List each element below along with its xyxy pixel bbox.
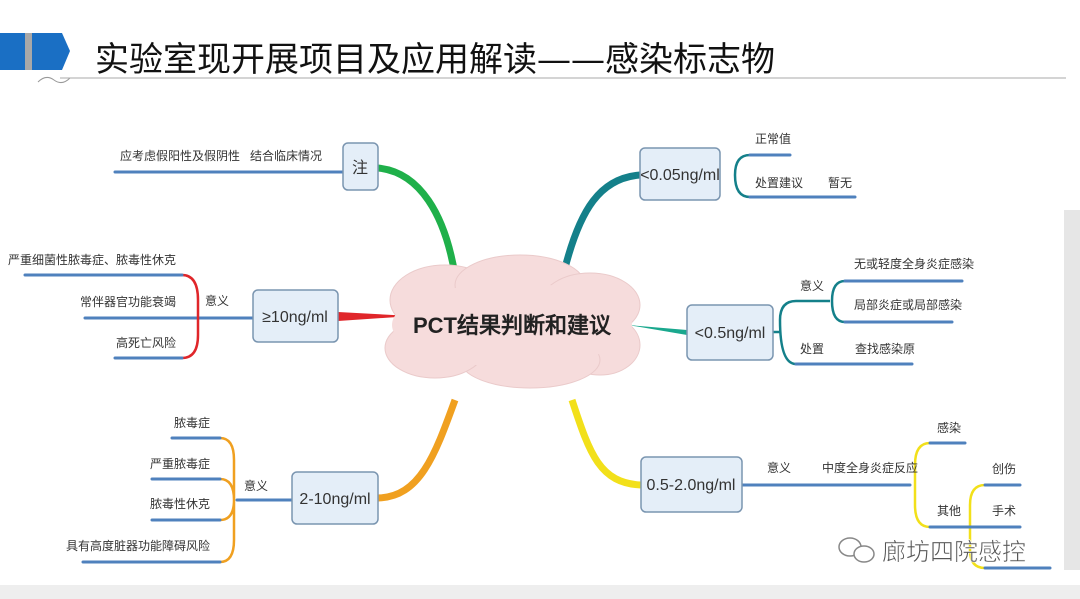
- center-cloud: PCT结果判断和建议: [384, 254, 641, 389]
- bracket: [219, 436, 236, 564]
- node-box: [639, 147, 721, 201]
- connector-lt005: [561, 171, 641, 269]
- node-label: <0.05ng/ml: [640, 167, 720, 184]
- node-label: 0.5-2.0ng/ml: [647, 477, 736, 494]
- node-label: 2-10ng/ml: [299, 491, 370, 508]
- leaf-text: 意义: [205, 293, 229, 308]
- leaf-text: 创伤: [992, 462, 1016, 476]
- leaf-text: 意义: [800, 278, 824, 293]
- node-box: [686, 304, 774, 361]
- leaf-text: 暂无: [828, 176, 852, 190]
- bracket: [796, 279, 846, 324]
- leaf-text: 严重脓毒症: [150, 456, 210, 471]
- branch-ge10: ≥10ng/ml 意义 严重细菌性脓毒症、脓毒性休克 常伴器官功能衰竭 高死亡风…: [8, 252, 339, 360]
- leaf-text: 查找感染原: [855, 341, 915, 356]
- bracket: [913, 441, 931, 529]
- bottom-band: [0, 585, 1080, 599]
- side-decoration: [1064, 210, 1080, 570]
- header-marker-stripe: [25, 33, 32, 70]
- watermark-text: 廊坊四院感控: [882, 539, 1026, 566]
- connector-ge10: [338, 312, 412, 321]
- header-swirl: [37, 76, 71, 84]
- bracket: [181, 273, 200, 360]
- leaf-text: 正常值: [755, 131, 791, 146]
- leaf-text: 高死亡风险: [116, 335, 176, 350]
- connector-note: [377, 164, 459, 276]
- leaf-text: 脓毒性休克: [150, 496, 210, 511]
- leaf-text: 应考虑假阳性及假阴性: [120, 148, 240, 163]
- bracket: [773, 299, 797, 366]
- node-label: ≥10ng/ml: [262, 309, 328, 326]
- center-label: PCT结果判断和建议: [413, 313, 612, 338]
- leaf-text: 其他: [937, 504, 961, 518]
- header-marker: [0, 33, 70, 70]
- leaf-text: 处置: [800, 342, 824, 356]
- node-box: [342, 142, 379, 191]
- leaf-text: 处置建议: [755, 176, 803, 190]
- bracket: [733, 153, 751, 199]
- node-label: 注: [352, 159, 368, 177]
- branch-lt005: <0.05ng/ml 正常值 处置建议 暂无: [639, 131, 857, 201]
- leaf-text: 感染: [937, 420, 961, 435]
- node-box: [252, 289, 339, 343]
- page-title: 实验室现开展项目及应用解读——感染标志物: [95, 40, 775, 80]
- leaf-text: 意义: [244, 478, 268, 493]
- branch-2-10: 2-10ng/ml 意义 脓毒症 严重脓毒症 脓毒性休克 具有高度脏器功能障碍风…: [66, 415, 379, 564]
- leaf-text: 严重细菌性脓毒症、脓毒性休克: [8, 252, 176, 267]
- leaf-text: 常伴器官功能衰竭: [80, 294, 176, 309]
- leaf-text: 手术: [992, 504, 1016, 518]
- header: 实验室现开展项目及应用解读——感染标志物: [0, 33, 1066, 84]
- leaf-text: 中度全身炎症反应: [822, 460, 918, 475]
- node-box: [640, 456, 743, 513]
- leaf-text: 意义: [767, 460, 791, 475]
- leaf-text: 局部炎症或局部感染: [854, 297, 962, 312]
- leaf-text: 无或轻度全身炎症感染: [854, 256, 974, 271]
- connector-2-10: [377, 398, 459, 502]
- branch-lt05: <0.5ng/ml 意义 无或轻度全身炎症感染 局部炎症或局部感染 处置 查找感…: [686, 256, 974, 366]
- branch-05-2: 0.5-2.0ng/ml 意义 中度全身炎症反应 感染 其他 创伤 手术: [640, 420, 1052, 570]
- leaf-text: 结合临床情况: [250, 148, 322, 163]
- node-box: [291, 471, 379, 525]
- wechat-icon: [838, 537, 875, 563]
- node-label: <0.5ng/ml: [695, 325, 766, 342]
- leaf-text: 脓毒症: [174, 415, 210, 430]
- connector-lt05: [628, 325, 687, 335]
- branch-note: 注 结合临床情况 应考虑假阳性及假阴性: [113, 142, 379, 191]
- watermark: 廊坊四院感控: [838, 537, 1026, 566]
- leaf-text: 具有高度脏器功能障碍风险: [66, 538, 210, 553]
- connector-05-2: [568, 398, 642, 489]
